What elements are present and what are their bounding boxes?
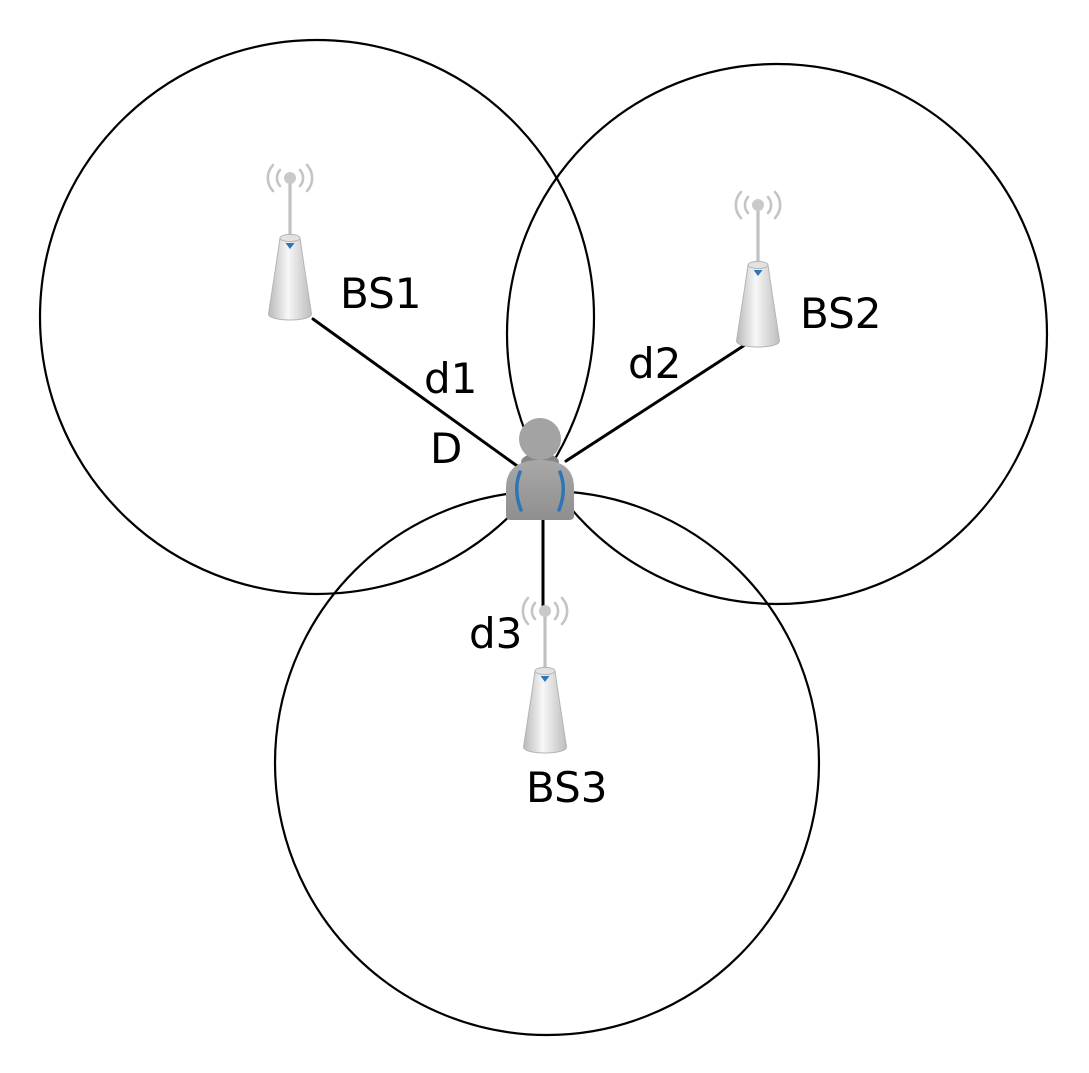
- distance-line-d1: [311, 317, 522, 470]
- distance-line-d2: [564, 339, 753, 463]
- coverage-circle-bs1: [38, 38, 596, 596]
- label-d2: d2: [628, 339, 681, 388]
- label-bs3: BS3: [526, 763, 607, 812]
- label-bs2: BS2: [800, 289, 881, 338]
- label-device-d: D: [430, 424, 462, 473]
- label-d1: d1: [424, 354, 477, 403]
- coverage-circle-bs2: [505, 62, 1049, 606]
- label-d3: d3: [469, 609, 522, 658]
- label-bs1: BS1: [340, 269, 421, 318]
